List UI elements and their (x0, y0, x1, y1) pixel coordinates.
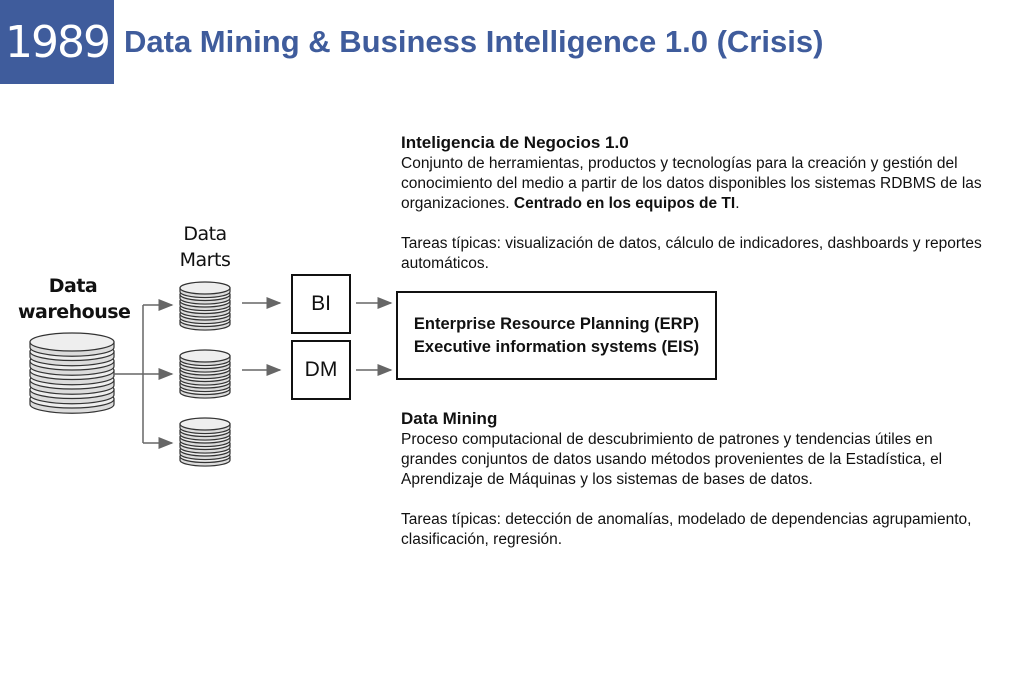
bi-description-end: . (735, 195, 740, 212)
data-marts-label-line2: Marts (179, 249, 231, 271)
warehouse-to-marts-connector (114, 299, 174, 449)
bi-description: Conjunto de herramientas, productos y te… (401, 154, 991, 214)
year-badge: 1989 (0, 0, 114, 84)
bi-tasks: Tareas típicas: visualización de datos, … (401, 235, 982, 272)
data-mart-icon-1 (179, 281, 231, 331)
dm-box: DM (291, 340, 351, 400)
data-warehouse-icon (29, 332, 115, 414)
dm-heading: Data Mining (401, 409, 498, 428)
slide-title: Data Mining & Business Intelligence 1.0 … (124, 24, 824, 59)
bi-box: BI (291, 274, 351, 334)
bi-heading: Inteligencia de Negocios 1.0 (401, 133, 629, 152)
disc-top (179, 417, 231, 431)
erp-label: Enterprise Resource Planning (ERP) (413, 314, 700, 333)
systems-box: Enterprise Resource Planning (ERP) Execu… (396, 291, 717, 380)
dm-tasks: Tareas típicas: detección de anomalías, … (401, 511, 972, 548)
eis-label: Executive information systems (EIS) (413, 337, 700, 356)
bi-description-text: Conjunto de herramientas, productos y te… (401, 155, 982, 212)
disc-top (179, 349, 231, 363)
data-warehouse-label-line1: Data (48, 275, 98, 297)
bi-description-emphasis: Centrado en los equipos de TI (513, 195, 736, 212)
data-mart-icon-3 (179, 417, 231, 467)
data-marts-label: Data Marts (160, 221, 250, 273)
disc-top (179, 281, 231, 295)
disc-top (29, 332, 115, 352)
data-mart-icon-2 (179, 349, 231, 399)
dm-description: Proceso computacional de descubrimiento … (401, 431, 943, 488)
data-marts-label-line1: Data (183, 223, 227, 245)
bi-section: Inteligencia de Negocios 1.0 Conjunto de… (401, 132, 991, 274)
marts-to-tools-arrows (242, 297, 282, 376)
tools-to-systems-arrows (356, 297, 393, 376)
data-warehouse-label-line2: warehouse (18, 301, 131, 323)
dm-section: Data Mining Proceso computacional de des… (401, 408, 991, 550)
data-warehouse-label: Data warehouse (18, 273, 131, 325)
